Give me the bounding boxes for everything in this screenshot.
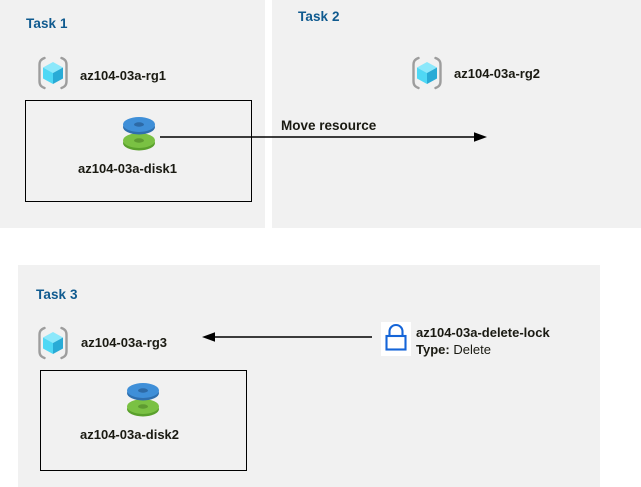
connector-label-move-resource: Move resource [281, 118, 377, 133]
lock-type: Type: Delete [416, 342, 491, 357]
lock-type-label: Type: [416, 342, 450, 357]
resource-group-name-rg1: az104-03a-rg1 [80, 68, 166, 83]
resource-group-name-rg3: az104-03a-rg3 [81, 335, 167, 350]
panel-title-task1: Task 1 [26, 16, 68, 31]
resource-group-cube-icon [33, 53, 73, 93]
panel-title-task3: Task 3 [36, 287, 78, 302]
resource-group-cube-icon [407, 53, 447, 93]
resource-box-task1 [25, 100, 252, 202]
managed-disk-icon [119, 112, 159, 156]
managed-disk-icon [123, 378, 163, 422]
panel-title-task2: Task 2 [298, 9, 340, 24]
task-panel-task2: Task 2 az104-03a-rg2 az104-03a-disk1 [272, 0, 641, 228]
resource-name-disk2: az104-03a-disk2 [80, 427, 180, 442]
task-panel-task1: Task 1 az104-03a-rg1 az104-0 [0, 0, 265, 228]
resource-box-task3 [40, 370, 247, 471]
lock-type-value: Delete [453, 342, 491, 357]
resource-name-disk1: az104-03a-disk1 [78, 161, 178, 176]
resource-group-cube-icon [33, 323, 73, 363]
lock-name: az104-03a-delete-lock [416, 325, 550, 340]
resource-group-name-rg2: az104-03a-rg2 [454, 66, 540, 81]
task-panel-task3: Task 3 az104-03a-rg3 az104-03a-delete-lo… [18, 265, 600, 487]
padlock-icon [381, 322, 411, 356]
